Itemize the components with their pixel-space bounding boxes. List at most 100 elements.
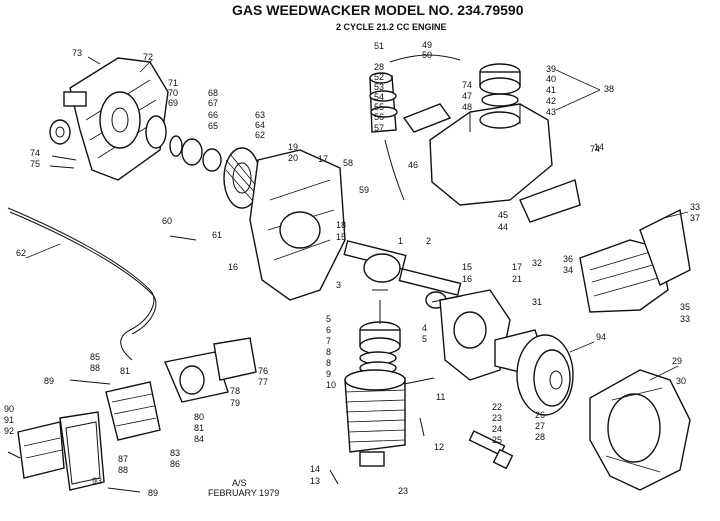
date-stamp: FEBRUARY 1979 [208, 488, 279, 498]
callout: 7 [326, 336, 331, 346]
callout: 94 [596, 332, 606, 342]
piston-assembly [359, 289, 401, 375]
callout: 85 [90, 352, 100, 362]
callout: 3 [336, 280, 341, 290]
callout: 76 [258, 366, 268, 376]
callout: 58 [343, 158, 353, 168]
callout: 74 [30, 148, 40, 158]
callout: 74 [590, 144, 600, 154]
callout: 83 [170, 448, 180, 458]
callout: 81 [194, 423, 204, 433]
callout: 90 [4, 404, 14, 414]
callout: 33 [690, 202, 700, 212]
callout: 2 [426, 236, 431, 246]
callout: 13 [310, 476, 320, 486]
callout: 19 [288, 142, 298, 152]
callout: 15 [336, 232, 346, 242]
throttle-cable [7, 207, 157, 361]
callout: 29 [672, 356, 682, 366]
callout: 16 [462, 274, 472, 284]
clutch-spring-stack [145, 115, 261, 209]
tank-bracket [519, 179, 581, 223]
callout: 10 [326, 380, 336, 390]
callout: 74 [462, 80, 472, 90]
callout: 9 [326, 369, 331, 379]
callout: 42 [546, 96, 556, 106]
callout: 26 [535, 410, 545, 420]
callout: 80 [194, 412, 204, 422]
callout: 64 [255, 120, 265, 130]
callout: 45 [498, 210, 508, 220]
callout: 61 [212, 230, 222, 240]
callout: 27 [535, 421, 545, 431]
callout: 72 [143, 52, 153, 62]
callout: 73 [72, 48, 82, 58]
callout: 52 [374, 72, 384, 82]
callout: 66 [208, 110, 218, 120]
callout: 57 [374, 123, 384, 133]
callout: 15 [462, 262, 472, 272]
revision-code: A/S [232, 478, 247, 488]
callout: 41 [546, 85, 556, 95]
callout: 69 [168, 98, 178, 108]
fuel-cap [479, 63, 521, 107]
callout: 81 [120, 366, 130, 376]
callout: 14 [594, 142, 604, 152]
callout-labels: 73 72 71 70 69 68 67 66 65 63 64 62 19 2… [4, 40, 700, 498]
callout: 39 [546, 64, 556, 74]
callout: 88 [90, 363, 100, 373]
callout: 88 [118, 465, 128, 475]
callout: 48 [462, 102, 472, 112]
air-filter-housing [105, 381, 161, 441]
callout: 35 [680, 302, 690, 312]
callout: 22 [492, 402, 502, 412]
callout: 60 [162, 216, 172, 226]
callout: 28 [535, 432, 545, 442]
callout: 91 [4, 415, 14, 425]
callout: 71 [168, 78, 178, 88]
callout: 86 [170, 459, 180, 469]
callout: 79 [230, 398, 240, 408]
diagram-subtitle: 2 CYCLE 21.2 CC ENGINE [336, 22, 447, 32]
crankshaft [343, 240, 462, 309]
callout: 89 [44, 376, 54, 386]
callout: 8 [326, 358, 331, 368]
air-filter-cover [17, 421, 65, 479]
callout: 89 [148, 488, 158, 498]
callout: 28 [374, 62, 384, 72]
callout: 12 [434, 442, 444, 452]
diagram-title: GAS WEEDWACKER MODEL NO. 234.79590 [232, 2, 524, 18]
callout: 49 [422, 40, 432, 50]
callout: 47 [462, 91, 472, 101]
air-filter-plate [59, 411, 105, 491]
callout: 65 [208, 121, 218, 131]
callout: 20 [288, 153, 298, 163]
callout: 6 [326, 325, 331, 335]
mounting-plate [402, 103, 452, 133]
callout: 16 [228, 262, 238, 272]
callout: 18 [336, 220, 346, 230]
callout: 75 [30, 159, 40, 169]
misc-bolts [7, 235, 463, 493]
callout: 5 [422, 334, 427, 344]
callout: 93 [92, 476, 102, 486]
callout: 1 [398, 236, 403, 246]
callout: 50 [422, 50, 432, 60]
callout: 37 [690, 213, 700, 223]
starter-pulley [49, 119, 71, 145]
cylinder [344, 369, 406, 467]
callout: 31 [532, 297, 542, 307]
callout: 87 [118, 454, 128, 464]
callout: 62 [16, 248, 26, 258]
callout: 8 [326, 347, 331, 357]
callout: 53 [374, 82, 384, 92]
callout: 51 [374, 41, 384, 51]
callout: 11 [436, 392, 445, 402]
callout: 17 [318, 154, 328, 164]
callout: 36 [563, 254, 573, 264]
callout: 77 [258, 377, 268, 387]
callout: 54 [374, 92, 384, 102]
callout: 46 [408, 160, 418, 170]
